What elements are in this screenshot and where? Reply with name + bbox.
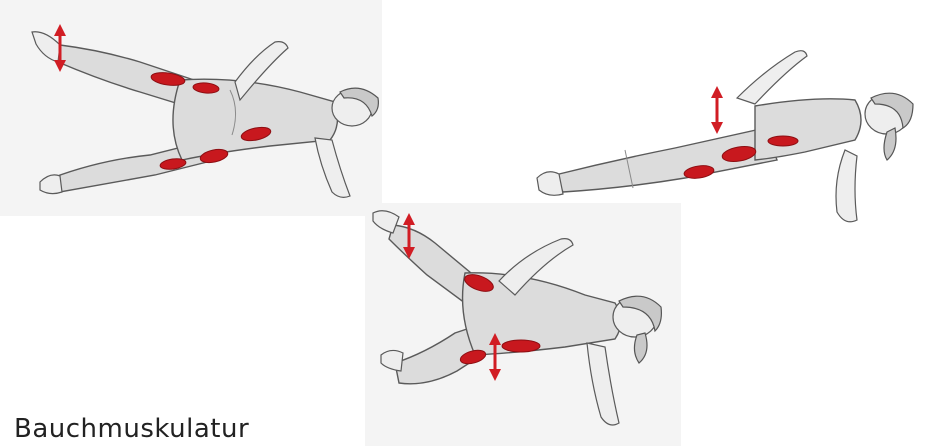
figure-lower-foot [381, 350, 403, 371]
muscle-highlight-oval [502, 340, 540, 352]
figure-support-arm [315, 138, 350, 197]
figure-support-arm [836, 150, 857, 222]
figure-ponytail [634, 333, 647, 363]
double-headed-arrow-icon [711, 86, 723, 134]
exercise-image-side-plank-leg-raise [0, 0, 382, 216]
figure-raised-foot [32, 32, 60, 62]
exercise-image-side-plank-knee [365, 203, 681, 446]
caption: Bauchmuskulatur [14, 414, 249, 444]
figure-lower-foot [40, 175, 62, 194]
figure-support-arm [587, 343, 619, 425]
figure-upper-arm [737, 51, 807, 104]
figure-side-plank-leg-raise [0, 0, 382, 216]
figure-feet [537, 172, 563, 196]
figure-side-plank-knee [365, 203, 681, 446]
muscle-highlight-oval [768, 136, 798, 146]
